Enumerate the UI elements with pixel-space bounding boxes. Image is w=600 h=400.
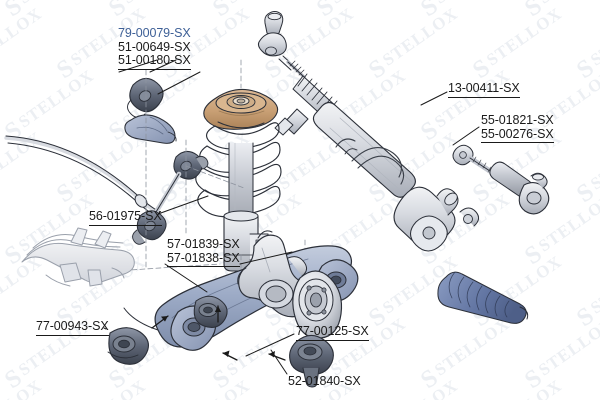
part-number-text: 52-01840-SX (288, 374, 361, 388)
label-underline (89, 224, 162, 226)
leader-lines (103, 59, 480, 375)
label-underline (167, 266, 240, 267)
wheel-hub-bearing-part (292, 270, 343, 339)
stabilizer-link-label: 56-01975-SX (89, 209, 162, 226)
ball-joint-label: 52-01840-SX (288, 374, 361, 389)
label-underline (296, 339, 369, 341)
part-number-text: 57-01838-SX (167, 250, 240, 265)
part-number-text: 57-01839-SX (167, 237, 240, 251)
rack-pinion-housing (393, 186, 480, 252)
steering-rack-label: 13-00411-SX (448, 81, 520, 98)
subframe-part (21, 227, 135, 287)
part-number-text: 55-01821-SX (481, 113, 554, 127)
part-number-text: 51-00649-SX (118, 39, 191, 54)
part-number-text: 55-00276-SX (481, 126, 554, 141)
stabilizer-bar-part (4, 135, 162, 219)
rack-boot-right-blue (437, 271, 529, 324)
part-number-text: 51-00180-SX (118, 53, 191, 67)
part-number-text: 77-00943-SX (36, 319, 109, 333)
part-number-text: 13-00411-SX (448, 81, 520, 95)
stabilizer-bushing-and-bracket (124, 77, 177, 144)
part-number-text: 79-00079-SX (118, 26, 191, 40)
control-arm-bushing-label: 77-00943-SX (36, 319, 109, 336)
control-arm-upper-bushing-part (193, 295, 228, 328)
part-number-text: 77-00125-SX (296, 324, 369, 338)
lower-ball-joint-part (289, 334, 334, 388)
rack-left-tie-rod-end (257, 11, 296, 71)
part-number-text: 56-01975-SX (89, 209, 162, 223)
label-underline (481, 142, 554, 143)
label-underline (448, 96, 520, 98)
label-underline (118, 68, 191, 70)
outer-tie-rod-end-part (489, 161, 550, 215)
label-underline (36, 334, 109, 336)
control-arm-rear-bushing-part (107, 327, 149, 365)
steering-rack-assembly (257, 11, 529, 324)
wheel-hub-label: 77-00125-SX (296, 324, 369, 341)
assembly-arrows (151, 305, 286, 361)
